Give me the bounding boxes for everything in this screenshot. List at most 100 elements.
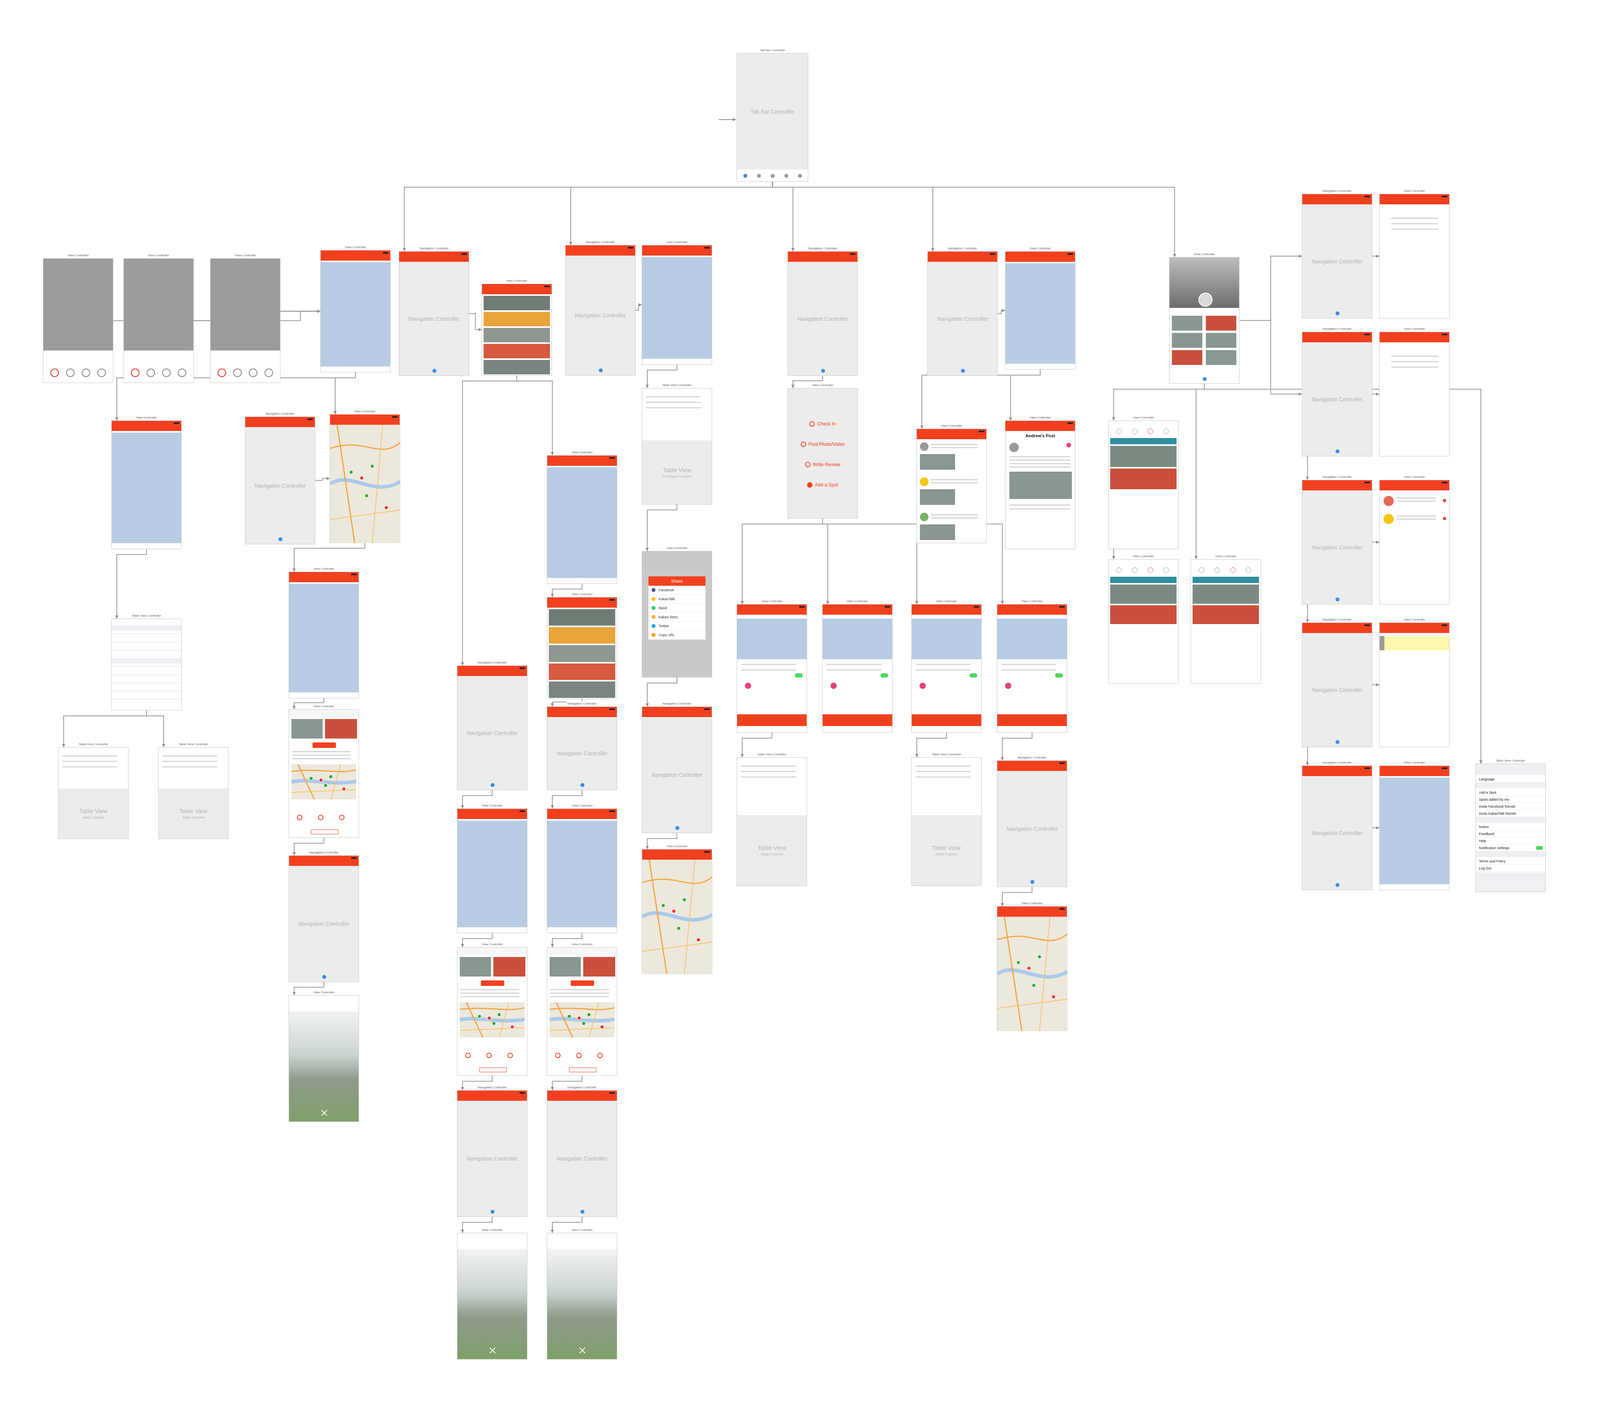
segue-connector: [921, 369, 1041, 429]
share-option: Band: [658, 605, 667, 610]
storyboard-scene: View Controller: [546, 946, 618, 1076]
road: [330, 442, 401, 450]
share-option: Facebook: [658, 587, 675, 592]
share-icon: [651, 587, 656, 592]
placeholder-area: Navigation Controller: [457, 675, 527, 790]
segue-connector: [1196, 383, 1205, 559]
text-placeholder-line: [1009, 462, 1071, 465]
text-placeholder-line: [915, 669, 971, 671]
map-pin: [349, 469, 354, 474]
placeholder-title: Navigation Controller: [1006, 825, 1058, 832]
navigation-bar: [320, 250, 391, 261]
status-bar: [461, 253, 467, 255]
settings-row: Help: [1475, 837, 1546, 845]
tab-bar-icon: [757, 173, 761, 178]
scene-title: View Controller: [343, 244, 368, 250]
scene-title: Navigation Controller: [418, 246, 450, 251]
text-placeholder-line: [915, 663, 971, 665]
settings-row: Notice: [1475, 823, 1546, 831]
scene-title: View Controller: [1020, 598, 1044, 604]
scene-title: View Controller: [570, 450, 594, 455]
text-placeholder-line: [1396, 515, 1436, 517]
action-label: Write Review: [812, 461, 841, 468]
storyboard-scene: View Controller: [546, 455, 618, 584]
storyboard-scene: View ControllerCheck InPost Photo/VideoW…: [787, 387, 858, 519]
profile-tab-icon: [1132, 428, 1138, 434]
toggle-switch: [794, 673, 803, 678]
scene-title: Table View Controller: [755, 751, 788, 757]
settings-item: Help: [1478, 838, 1487, 843]
profile-tab-icon: [1163, 428, 1169, 434]
map-pin: [359, 475, 364, 480]
table-row: [111, 698, 182, 700]
settings-item: Log Out: [1478, 866, 1492, 870]
navigation-bar: [111, 420, 182, 431]
navigation-bar: [1302, 765, 1372, 776]
web-view-area: [547, 820, 617, 927]
navigation-bar: [547, 597, 617, 608]
scene-title: View Controller: [312, 703, 336, 709]
navigation-bar: [1302, 194, 1372, 205]
photo-tile: [1009, 471, 1072, 499]
placeholder-area: Navigation Controller: [289, 865, 359, 982]
submit-button: [911, 714, 982, 726]
status-bar: [609, 1091, 615, 1094]
navigation-bar: [822, 604, 893, 615]
map-pin: [587, 1012, 592, 1017]
status-bar: [1364, 481, 1370, 484]
photo-tile: [1205, 332, 1237, 348]
filter-icon: [217, 368, 227, 377]
submit-button: [822, 714, 893, 726]
text-placeholder-line: [826, 663, 882, 665]
settings-item: Spots added by me: [1478, 797, 1510, 802]
share-icon: [651, 596, 656, 601]
action-sheet-ground: [787, 388, 858, 518]
settings-row: Feedback: [1475, 830, 1546, 838]
storyboard-scene: View Controller: [329, 414, 400, 543]
share-title: Share: [671, 578, 683, 584]
navigation-bar: [1005, 251, 1075, 262]
placeholder-title: Navigation Controller: [651, 771, 703, 778]
placeholder-title: Navigation Controller: [466, 1155, 518, 1162]
share-option: Kakao Story: [658, 614, 678, 619]
photo-picker: [911, 618, 982, 659]
photo-area: [43, 258, 113, 351]
text-placeholder-line: [62, 766, 118, 768]
scene-title: Navigation Controller: [264, 411, 297, 416]
navigation-bar: [1005, 420, 1075, 431]
toggle-switch: [880, 673, 889, 678]
unread-dot: [1442, 516, 1447, 520]
placeholder-title: Navigation Controller: [556, 750, 608, 757]
settings-row: Invite KakaoTalk friends: [1475, 809, 1546, 817]
status-bar: [173, 422, 180, 424]
red-button: [570, 980, 595, 986]
action-icon: [465, 1052, 471, 1058]
photo-tile: [1171, 350, 1203, 365]
table-view-title: Table View: [79, 807, 108, 815]
settings-row: Terms and Policy: [1475, 857, 1546, 865]
scene-title: View Controller: [1131, 415, 1156, 420]
text-placeholder-line: [460, 995, 520, 997]
map-ground: [459, 1001, 525, 1038]
scene-title: View Controller: [570, 941, 594, 947]
profile-tab-icon: [1230, 567, 1236, 573]
photo-area: [289, 1010, 359, 1122]
action-label: Check In: [817, 421, 836, 427]
tab-bar-icon: [598, 368, 603, 373]
text-placeholder-line: [1391, 360, 1439, 363]
storyboard-scene: View Controller: [1379, 331, 1450, 457]
scene-title: Table View Controller: [930, 751, 963, 757]
status-bar: [1059, 762, 1065, 764]
segue-connector: [647, 504, 677, 551]
scene-title: Table View Controller: [1494, 758, 1527, 763]
text-placeholder-line: [162, 766, 218, 768]
photo-tile: [483, 295, 550, 311]
text-placeholder-line: [930, 478, 978, 481]
storyboard-scene: View ControllerAndrew's Post: [1005, 420, 1076, 549]
table-view-area: Table ViewStatic Content: [58, 788, 129, 839]
post-title: Andrew's Post: [1005, 433, 1075, 438]
placeholder-area: Navigation Controller: [927, 261, 998, 376]
text-placeholder-line: [292, 757, 351, 759]
status-bar: [799, 605, 805, 608]
map-pin: [1026, 966, 1031, 970]
